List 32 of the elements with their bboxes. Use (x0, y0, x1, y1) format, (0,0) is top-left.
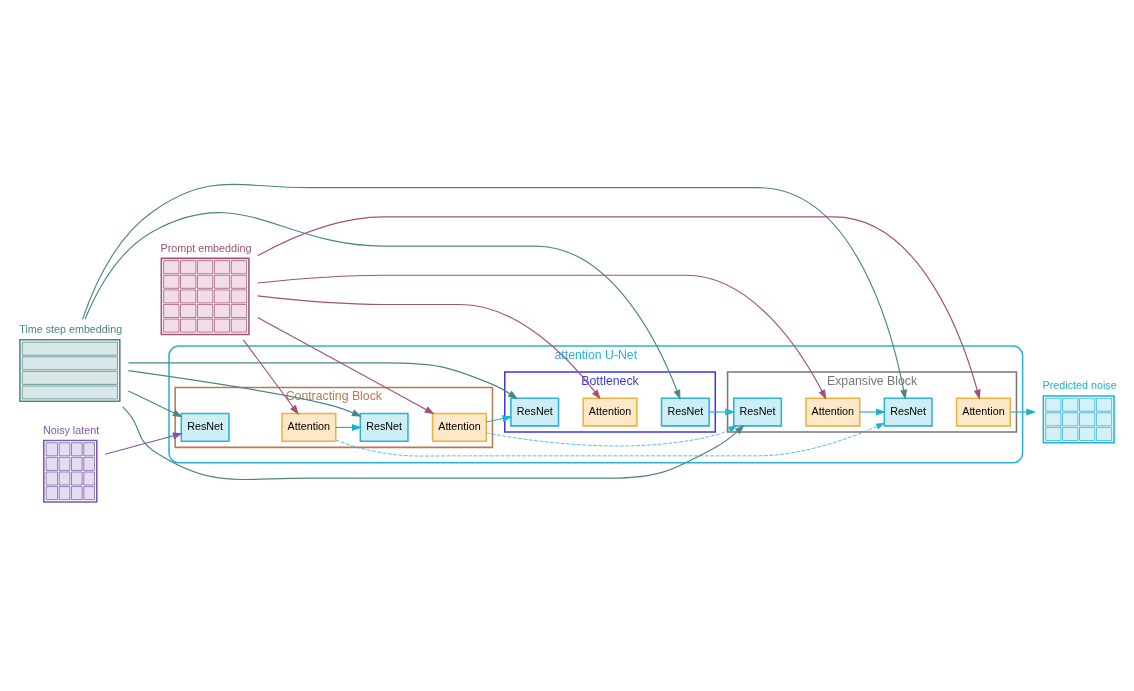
node-box: Attention (431, 412, 488, 442)
node-box: ResNet (660, 397, 710, 427)
arrow (242, 339, 299, 415)
arrow (256, 295, 601, 400)
arrow (257, 216, 981, 400)
arrow (104, 432, 183, 455)
arrow (256, 274, 827, 400)
arrow (127, 370, 362, 417)
node-box: Attention (955, 397, 1012, 427)
node-box: ResNet (883, 397, 933, 427)
node-box: ResNet (180, 412, 230, 442)
node-box: Attention (582, 397, 638, 427)
node-label: Noisy latent (43, 423, 100, 436)
arrow (81, 183, 908, 400)
node-box: ResNet (359, 412, 409, 442)
arrow (486, 425, 737, 447)
node-box: ResNet (732, 397, 783, 427)
node-box: Attention (805, 397, 861, 427)
arrow (485, 415, 513, 423)
node-label: Predicted noise (1042, 379, 1117, 392)
arrow (1010, 408, 1037, 416)
arrow (122, 406, 745, 481)
arrow (859, 408, 886, 416)
arrow (127, 390, 183, 418)
node-label: Prompt embedding (160, 241, 252, 254)
arrow (708, 408, 736, 416)
node-label: Time step embedding (19, 323, 123, 336)
arrow (257, 316, 435, 415)
arrow (127, 362, 518, 400)
node-box: ResNet (510, 397, 560, 427)
arrow (84, 212, 681, 400)
node-box: Attention (281, 412, 337, 442)
